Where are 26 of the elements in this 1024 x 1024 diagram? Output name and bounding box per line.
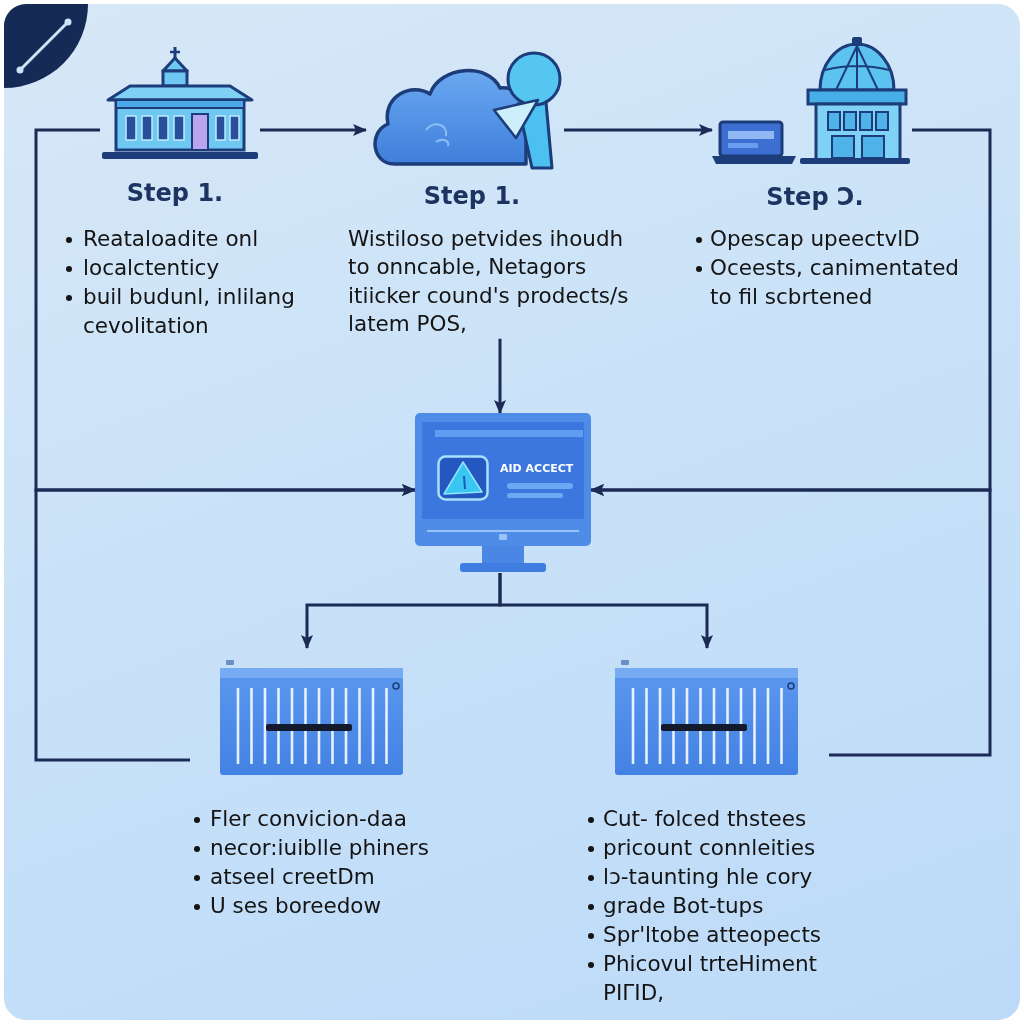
bullet-item: Phicovul trteHiment PIΓID, [584,948,829,1007]
bullet-item: Oceests, canimentated to fil scbrtened [692,252,972,311]
bullet-item: atseel creetDm [190,861,440,891]
arrow [498,573,713,649]
screen-title: AID ACCECT [500,462,574,475]
bullet-item: Opescap upeectvlD [692,223,972,253]
bullet-item: U ses boreedow [190,890,440,920]
arrow [494,338,506,414]
step-description: Wistiloso petvides ihoudh to onncable, Netagors itiicker cound's prodects/s latem POS, [348,224,630,339]
arrow [590,484,992,757]
bullet-item: Spr'ltobe atteopects [584,919,829,949]
bullet-item: Reataloadite onl [62,223,302,253]
arrow [34,484,416,762]
bullet-item: lɔ-taunting hle cory [584,861,829,891]
step-heading: Step Ɔ. [766,183,864,211]
bullet-item: localctenticy [62,252,302,282]
step-heading: Step 1. [126,179,224,207]
arrow [260,124,367,136]
bullet-item: Cut- folced thstees [584,803,829,833]
arrow [564,124,713,136]
step-heading: Step 1. [423,182,521,210]
bullet-item: pricount connleities [584,832,829,862]
bullet-item: Fler convicion-daa [190,803,440,833]
bullet-item: necor:iuiblle phiners [190,832,440,862]
bullet-item: buil budunl, inlilang cevolitation [62,281,302,340]
bullet-item: grade Bot-tups [584,890,829,920]
